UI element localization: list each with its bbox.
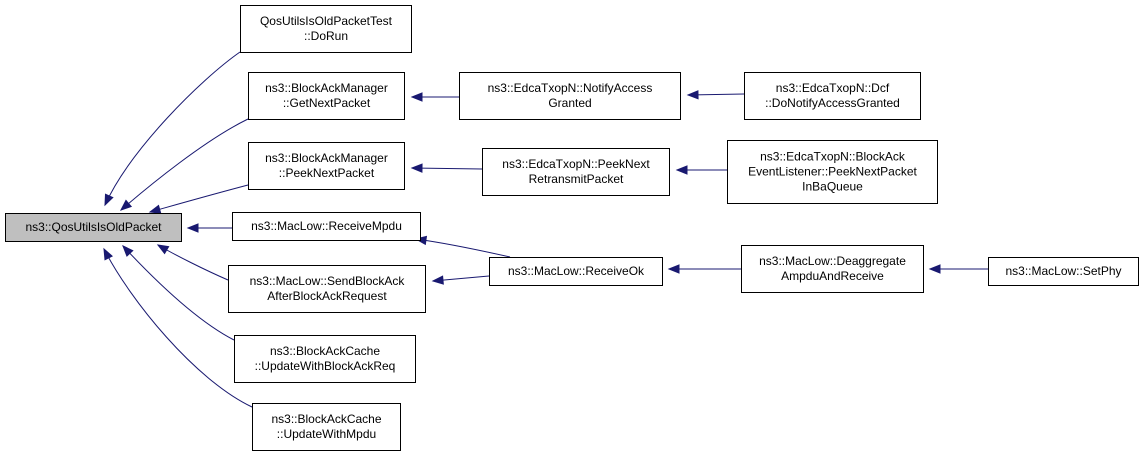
edge-recvmpdu-to-root xyxy=(186,223,232,233)
node-label-line: ns3::BlockAckCache xyxy=(270,344,380,358)
arrowhead xyxy=(186,223,199,233)
node-label-line: ::DoRun xyxy=(304,29,348,43)
node-box xyxy=(248,142,405,190)
edge-notifyaccess-to-getnext xyxy=(410,92,459,102)
node-label-line: ns3::EdcaTxopN::NotifyAccess xyxy=(488,81,653,95)
node-box xyxy=(744,72,921,120)
edge-peekretx-to-peeknext xyxy=(410,163,483,173)
arrowhead xyxy=(122,245,134,257)
node-box xyxy=(988,257,1139,286)
node-peeknext[interactable]: ns3::BlockAckManager::PeekNextPacket xyxy=(248,142,405,190)
edge-dcf-to-notifyaccess xyxy=(686,90,745,100)
arrowhead xyxy=(410,92,423,102)
node-box xyxy=(459,72,681,120)
node-label-line: ns3::EdcaTxopN::Dcf xyxy=(776,81,890,95)
node-label-line: ns3::MacLow::Deaggregate xyxy=(759,254,906,268)
node-sendblockack[interactable]: ns3::MacLow::SendBlockAckAfterBlockAckRe… xyxy=(228,265,426,313)
edge-setphy-to-deaggregate xyxy=(928,264,988,274)
node-getnext[interactable]: ns3::BlockAckManager::GetNextPacket xyxy=(248,72,405,120)
node-label-line: ns3::EdcaTxopN::BlockAck xyxy=(760,150,906,164)
arrowhead xyxy=(686,90,699,100)
node-root[interactable]: ns3::QosUtilsIsOldPacket xyxy=(5,213,182,242)
node-box xyxy=(252,403,401,451)
node-notifyaccess[interactable]: ns3::EdcaTxopN::NotifyAccessGranted xyxy=(459,72,681,120)
node-box xyxy=(240,5,412,53)
node-box xyxy=(234,335,416,383)
node-recvmpdu[interactable]: ns3::MacLow::ReceiveMpdu xyxy=(232,212,421,241)
node-label-line: EventListener::PeekNextPacket xyxy=(748,165,917,179)
nodes-layer: ns3::QosUtilsIsOldPacket QosUtilsIsOldPac… xyxy=(5,5,1139,451)
node-label-line: ::GetNextPacket xyxy=(283,96,371,110)
node-label-line: ::DoNotifyAccessGranted xyxy=(765,96,900,110)
arrowhead xyxy=(104,193,114,207)
node-label-line: ::UpdateWithBlockAckReq xyxy=(255,359,396,373)
node-dcf[interactable]: ns3::EdcaTxopN::Dcf::DoNotifyAccessGrant… xyxy=(744,72,921,120)
node-setphy[interactable]: ns3::MacLow::SetPhy xyxy=(988,257,1139,286)
node-box xyxy=(489,257,663,286)
node-label-line: ::UpdateWithMpdu xyxy=(277,427,376,441)
node-box xyxy=(741,245,924,293)
node-box xyxy=(727,140,938,204)
node-box xyxy=(248,72,405,120)
node-listener[interactable]: ns3::EdcaTxopN::BlockAckEventListener::P… xyxy=(727,140,938,204)
node-box xyxy=(228,265,426,313)
node-label-line: AfterBlockAckRequest xyxy=(267,289,387,303)
arrowhead xyxy=(928,264,941,274)
node-label-line: ns3::QosUtilsIsOldPacket xyxy=(25,220,162,234)
node-label-line: ns3::EdcaTxopN::PeekNext xyxy=(502,157,650,171)
arrowhead xyxy=(410,163,423,173)
edge-getnext-to-root xyxy=(119,118,249,211)
arrowhead xyxy=(431,275,444,285)
node-receiveok[interactable]: ns3::MacLow::ReceiveOk xyxy=(489,257,663,286)
node-label-line: ns3::MacLow::ReceiveOk xyxy=(508,264,645,278)
arrowhead xyxy=(119,199,133,211)
node-label-line: ns3::BlockAckManager xyxy=(265,81,388,95)
node-label-line: AmpduAndReceive xyxy=(781,269,884,283)
edge-receiveok-to-sendblockack xyxy=(431,275,490,285)
node-label-line: Granted xyxy=(548,96,591,110)
node-label-line: RetransmitPacket xyxy=(529,172,624,186)
edge-updreq-to-root xyxy=(122,245,235,341)
node-box xyxy=(232,212,421,241)
node-label-line: ns3::MacLow::ReceiveMpdu xyxy=(251,219,402,233)
arrowhead xyxy=(103,247,113,261)
edge-sendblockack-to-root xyxy=(156,244,229,281)
edge-receiveok-to-recvmpdu xyxy=(414,235,511,258)
arrowhead xyxy=(675,165,688,175)
node-box xyxy=(5,213,182,242)
arrowhead xyxy=(148,204,162,214)
node-label-line: ns3::BlockAckManager xyxy=(265,151,388,165)
edge-peeknext-to-root xyxy=(148,184,249,214)
edge-updmpdu-to-root xyxy=(103,247,253,408)
node-updreq[interactable]: ns3::BlockAckCache::UpdateWithBlockAckRe… xyxy=(234,335,416,383)
arrowhead xyxy=(156,244,170,255)
node-label-line: InBaQueue xyxy=(802,180,863,194)
node-updmpdu[interactable]: ns3::BlockAckCache::UpdateWithMpdu xyxy=(252,403,401,451)
node-label-line: ns3::BlockAckCache xyxy=(271,412,381,426)
node-label-line: ::PeekNextPacket xyxy=(279,166,375,180)
node-box xyxy=(482,148,670,196)
edge-listener-to-peekretx xyxy=(675,165,727,175)
edge-dorun-to-root xyxy=(104,51,241,207)
node-label-line: ns3::MacLow::SendBlockAck xyxy=(250,274,406,288)
edges-layer xyxy=(103,51,988,408)
node-dorun[interactable]: QosUtilsIsOldPacketTest::DoRun xyxy=(240,5,412,53)
node-label-line: ns3::MacLow::SetPhy xyxy=(1005,264,1121,278)
arrowhead xyxy=(667,264,680,274)
node-label-line: QosUtilsIsOldPacketTest xyxy=(260,14,393,28)
edge-deaggregate-to-receiveok xyxy=(667,264,741,274)
